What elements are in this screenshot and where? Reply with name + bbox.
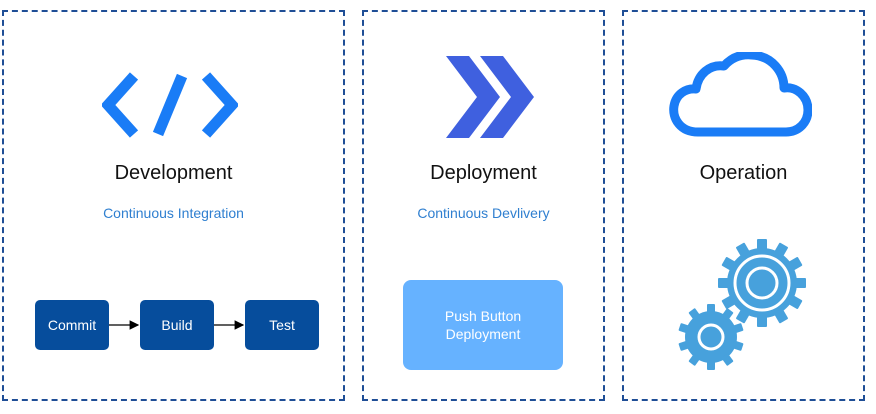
pipeline-arrows	[109, 320, 245, 330]
cloud-icon	[669, 52, 812, 137]
test-step: Test	[245, 300, 319, 350]
development-panel: Development Continuous Integration Commi…	[2, 10, 345, 401]
commit-step: Commit	[35, 300, 109, 350]
code-icon	[102, 72, 238, 138]
deployment-panel: Deployment Continuous Devlivery Push But…	[362, 10, 605, 401]
gears-icon	[678, 239, 806, 370]
development-title: Development	[114, 162, 233, 184]
push-button-deployment: Push Button Deployment	[403, 280, 563, 370]
continuous-delivery-label: Continuous Devlivery	[417, 205, 550, 221]
push-line-1: Push Button	[444, 308, 522, 324]
deployment-title: Deployment	[430, 162, 537, 184]
push-line-2: Deployment	[445, 326, 521, 342]
large-gear-icon	[718, 239, 806, 327]
small-gear-icon	[678, 304, 744, 370]
operation-title: Operation	[699, 162, 788, 184]
continuous-integration-label: Continuous Integration	[103, 205, 244, 221]
double-chevron-right-icon	[446, 56, 534, 138]
build-step: Build	[140, 300, 214, 350]
operation-panel: Operation	[622, 10, 865, 401]
